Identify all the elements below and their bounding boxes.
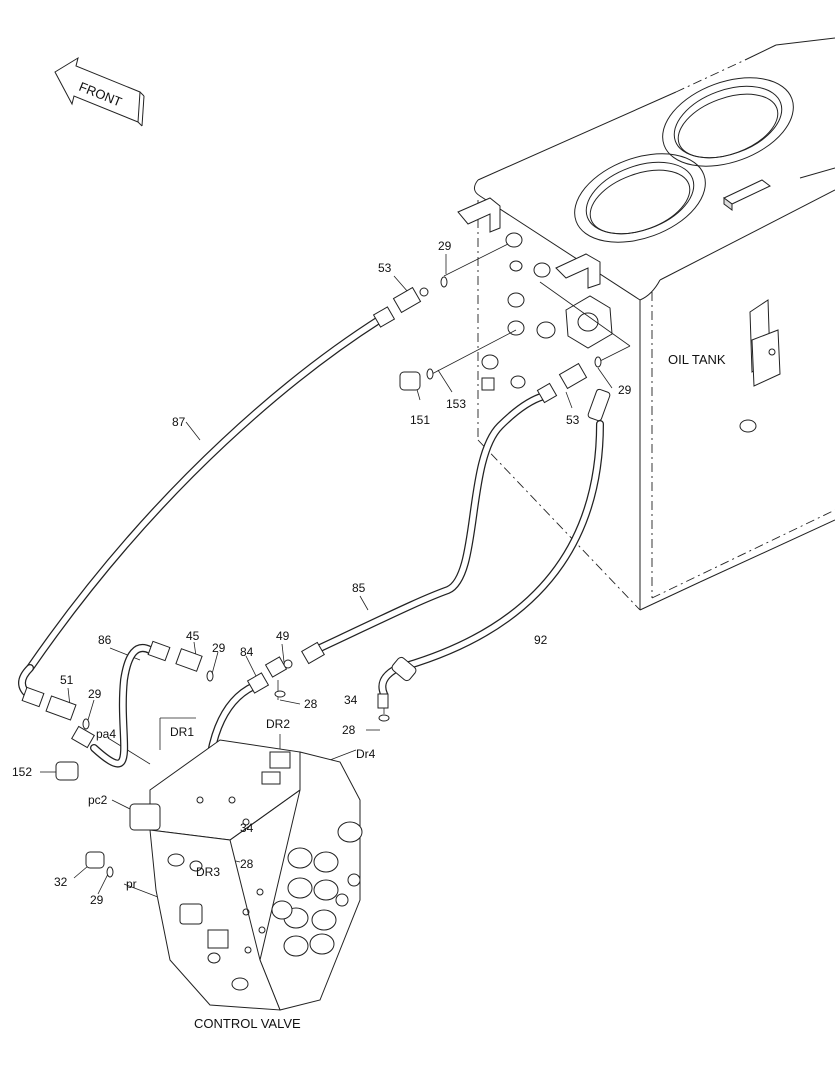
control-valve-label: CONTROL VALVE (194, 1016, 301, 1031)
part-29-top: 29 (438, 239, 452, 253)
part-49: 49 (276, 629, 290, 643)
part-28-right: 28 (342, 723, 356, 737)
part-87: 87 (172, 415, 186, 429)
port-dr3: DR3 (196, 865, 220, 879)
port-pr: pr (126, 877, 137, 891)
part-51: 51 (60, 673, 74, 687)
port-pa4: pa4 (96, 727, 116, 741)
oil-tank: OIL TANK (457, 37, 835, 611)
part-34-low: 34 (240, 821, 254, 835)
oil-tank-label: OIL TANK (668, 352, 726, 367)
port-dr1: DR1 (170, 725, 194, 739)
part-32: 32 (54, 875, 68, 889)
part-34-right: 34 (344, 693, 358, 707)
port-dr2: DR2 (266, 717, 290, 731)
part-28-low: 28 (240, 857, 254, 871)
part-53-top: 53 (378, 261, 392, 275)
hoses (18, 314, 604, 816)
part-84: 84 (240, 645, 254, 659)
part-29-mid: 29 (212, 641, 226, 655)
part-153: 153 (446, 397, 466, 411)
part-151: 151 (410, 413, 430, 427)
part-28-mid: 28 (304, 697, 318, 711)
part-45: 45 (186, 629, 200, 643)
part-152: 152 (12, 765, 32, 779)
part-86: 86 (98, 633, 112, 647)
part-53-right: 53 (566, 413, 580, 427)
control-valve: CONTROL VALVE (129, 739, 363, 1031)
part-29-bottom: 29 (90, 893, 104, 907)
part-29-right: 29 (618, 383, 632, 397)
part-92: 92 (534, 633, 548, 647)
port-pc2: pc2 (88, 793, 108, 807)
tank-ports (457, 197, 613, 391)
part-labels: 29 53 151 153 53 29 87 85 92 86 45 29 84… (12, 239, 632, 907)
front-arrow: FRONT (54, 56, 145, 127)
part-29-left: 29 (88, 687, 102, 701)
port-dr4: Dr4 (356, 747, 376, 761)
part-85: 85 (352, 581, 366, 595)
